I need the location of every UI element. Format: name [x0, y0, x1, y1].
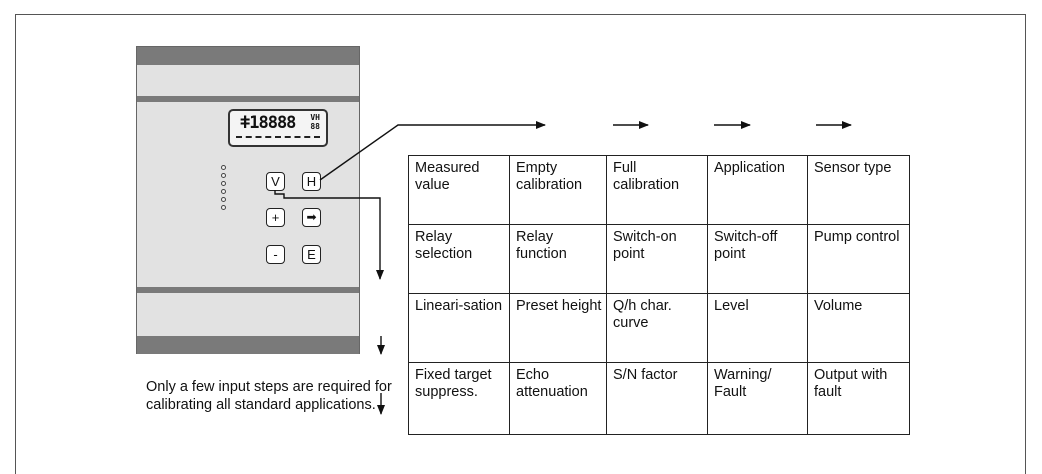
matrix-cell: S/N factor	[606, 362, 708, 435]
matrix-cell: Volume	[807, 293, 910, 363]
led	[221, 165, 226, 170]
matrix-cell: Level	[707, 293, 808, 363]
led	[221, 197, 226, 202]
calibration-matrix: Measured value Empty calibration Full ca…	[408, 155, 910, 435]
matrix-row: Measured value Empty calibration Full ca…	[408, 155, 910, 225]
matrix-cell: Sensor type	[807, 155, 910, 225]
matrix-cell: Lineari-sation	[408, 293, 510, 363]
device-band-bottom-thin	[137, 287, 359, 293]
h-key[interactable]: H	[302, 172, 321, 191]
matrix-cell: Q/h char. curve	[606, 293, 708, 363]
arrow-key[interactable]: ➡	[302, 208, 321, 227]
h-key-leader	[319, 121, 546, 181]
lcd-digits: ǂ18888	[240, 113, 296, 133]
lcd-indicator-top: VH	[310, 113, 320, 122]
lcd-indicator-bottom: 88	[310, 122, 320, 131]
matrix-cell: Relay selection	[408, 224, 510, 294]
led	[221, 189, 226, 194]
v-key-leader	[274, 190, 384, 280]
matrix-cell: Empty calibration	[509, 155, 607, 225]
matrix-row: Lineari-sation Preset height Q/h char. c…	[408, 293, 910, 363]
matrix-row: Relay selection Relay function Switch-on…	[408, 224, 910, 294]
matrix-cell: Pump control	[807, 224, 910, 294]
e-key[interactable]: E	[302, 245, 321, 264]
matrix-cell: Preset height	[509, 293, 607, 363]
transmitter-device	[136, 46, 360, 354]
matrix-cell: Echo attenuation	[509, 362, 607, 435]
device-band-bottom	[137, 336, 359, 354]
matrix-cell: Application	[707, 155, 808, 225]
led	[221, 205, 226, 210]
device-band-top-thin	[137, 96, 359, 102]
matrix-cell: Switch-off point	[707, 224, 808, 294]
matrix-cell: Full calibration	[606, 155, 708, 225]
led	[221, 173, 226, 178]
status-leds	[221, 165, 227, 213]
matrix-cell: Measured value	[408, 155, 510, 225]
lcd-bargraph	[236, 136, 320, 141]
matrix-cell: Switch-on point	[606, 224, 708, 294]
matrix-cell: Output with fault	[807, 362, 910, 435]
figure-frame	[15, 14, 1026, 474]
lcd-indicator: VH 88	[310, 113, 320, 131]
led	[221, 181, 226, 186]
matrix-cell: Relay function	[509, 224, 607, 294]
minus-key[interactable]: -	[266, 245, 285, 264]
plus-key[interactable]: +	[266, 208, 285, 227]
matrix-cell: Fixed target suppress.	[408, 362, 510, 435]
caption: Only a few input steps are required for …	[146, 379, 392, 413]
lcd-display: ǂ18888 VH 88	[228, 109, 328, 147]
matrix-row: Fixed target suppress. Echo attenuation …	[408, 362, 910, 435]
matrix-cell: Warning/ Fault	[707, 362, 808, 435]
device-band-top	[137, 47, 359, 65]
